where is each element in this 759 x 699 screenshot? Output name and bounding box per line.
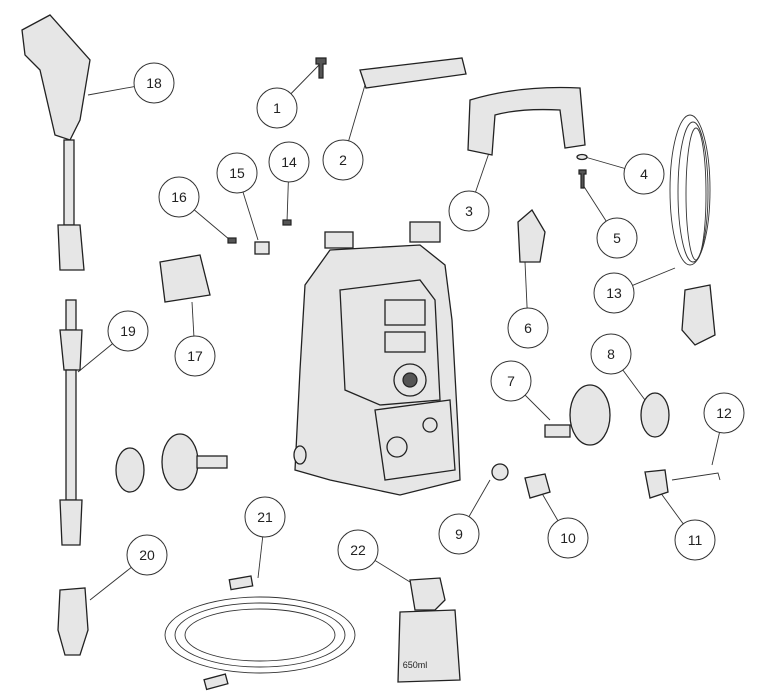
callout-number: 12: [716, 405, 732, 421]
callout-c18: 18: [133, 62, 175, 104]
screw: [282, 219, 292, 226]
callout-number: 6: [524, 320, 532, 336]
o-ring: [491, 463, 509, 481]
callout-number: 22: [350, 542, 366, 558]
callout-circle: [126, 534, 168, 576]
callout-circle: [590, 333, 632, 375]
detergent-bottle: 650ml: [397, 577, 461, 683]
washer-body: [293, 221, 461, 496]
screw: [227, 237, 237, 244]
callout-number: 15: [229, 165, 245, 181]
callout-number: 5: [613, 230, 621, 246]
callout-c20: 20: [126, 534, 168, 576]
callout-number: 3: [465, 203, 473, 219]
callout-number: 11: [688, 532, 703, 548]
high-pressure-hose: [164, 575, 356, 691]
wheel-left: [115, 433, 228, 493]
callout-circle: [244, 496, 286, 538]
callout-c7r: 7: [490, 360, 532, 402]
callout-c1: 1: [256, 87, 298, 129]
callout-circle: [158, 176, 200, 218]
callout-c2: 2: [322, 139, 364, 181]
wheel-right: [544, 384, 670, 446]
callout-c17: 17: [174, 335, 216, 377]
callout-number: 8: [607, 346, 615, 362]
callout-circle: [337, 529, 379, 571]
inlet-connector: [644, 469, 669, 499]
callout-c11: 11: [674, 519, 716, 561]
outlet-connector: [524, 473, 551, 499]
callout-number: 9: [455, 526, 463, 542]
callout-circle: [703, 392, 745, 434]
callout-circle: [107, 310, 149, 352]
callout-circle: [448, 190, 490, 232]
hose-holder: [517, 209, 546, 263]
callout-c16: 16: [158, 176, 200, 218]
callout-number: 17: [187, 348, 203, 364]
callout-c21: 21: [244, 496, 286, 538]
callout-circle: [490, 360, 532, 402]
bottle-label: 650ml: [403, 660, 428, 670]
callout-circle: [674, 519, 716, 561]
clip: [254, 241, 270, 255]
callout-number: 1: [273, 100, 281, 116]
lance: [59, 299, 83, 546]
callout-c10: 10: [547, 517, 589, 559]
callout-circle: [216, 152, 258, 194]
callout-c4: 4: [623, 153, 665, 195]
callout-c12: 12: [703, 392, 745, 434]
callout-c8r: 8: [590, 333, 632, 375]
callout-c5: 5: [596, 217, 638, 259]
callout-circle: [438, 513, 480, 555]
nozzle: [57, 587, 89, 656]
screw: [578, 169, 587, 189]
callout-number: 10: [560, 530, 576, 546]
gun-holder: [159, 254, 211, 303]
callout-c9: 9: [438, 513, 480, 555]
callout-number: 14: [281, 154, 297, 170]
spray-gun: [21, 14, 91, 271]
callout-circle: [256, 87, 298, 129]
callout-number: 2: [339, 152, 347, 168]
callout-number: 13: [606, 285, 622, 301]
callout-c13: 13: [593, 272, 635, 314]
callout-circle: [507, 307, 549, 349]
callout-number: 16: [171, 189, 187, 205]
callout-c19: 19: [107, 310, 149, 352]
callout-circle: [174, 335, 216, 377]
callout-c15: 15: [216, 152, 258, 194]
callout-circle: [547, 517, 589, 559]
callout-circle: [593, 272, 635, 314]
power-cord: [669, 114, 716, 346]
callout-number: 18: [146, 75, 162, 91]
screw: [315, 57, 327, 79]
callout-number: 21: [257, 509, 273, 525]
callout-c3: 3: [448, 190, 490, 232]
callout-circle: [133, 62, 175, 104]
callout-circle: [623, 153, 665, 195]
callout-c14: 14: [268, 141, 310, 183]
callout-number: 7: [507, 373, 515, 389]
callout-number: 19: [120, 323, 136, 339]
callout-circle: [322, 139, 364, 181]
callout-c6: 6: [507, 307, 549, 349]
callout-c22: 22: [337, 529, 379, 571]
washer-ring: [576, 153, 588, 161]
callout-circle: [268, 141, 310, 183]
callout-number: 20: [139, 547, 155, 563]
clip-pin: [671, 472, 721, 481]
callout-number: 4: [640, 166, 648, 182]
handle-bracket: [359, 57, 467, 89]
callout-circle: [596, 217, 638, 259]
handle: [467, 86, 586, 156]
